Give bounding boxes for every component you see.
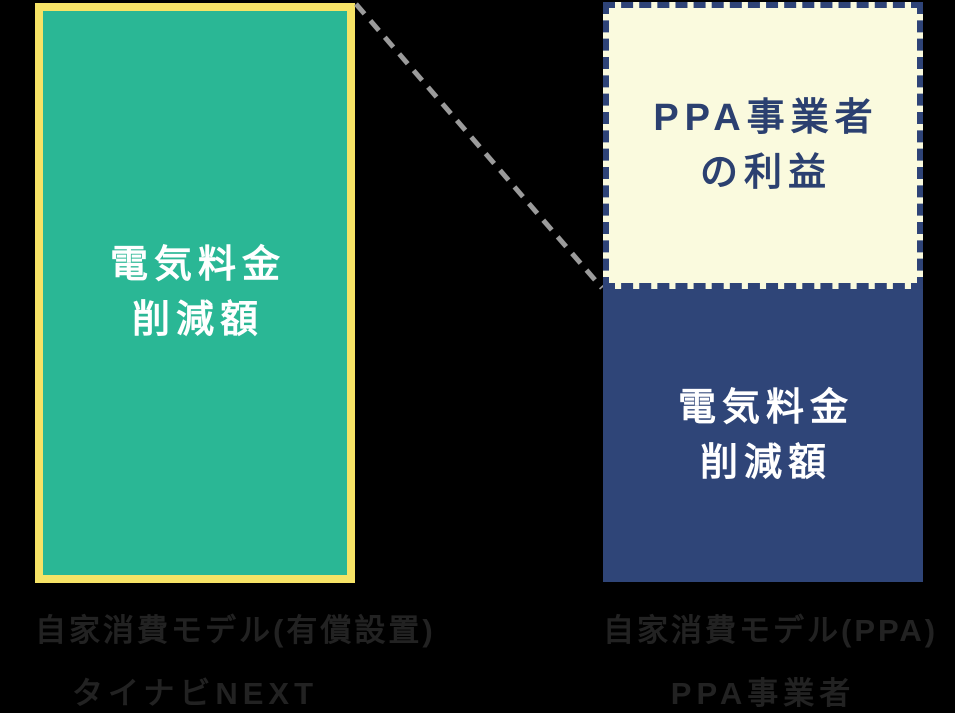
owned-model-bar-label-line2: 削減額: [131, 299, 264, 341]
ppa-reduction-segment: 電気料金 削減額: [603, 289, 923, 582]
ppa-profit-label-line1: PPA事業者: [653, 96, 879, 139]
owned-model-caption: 自家消費モデル(有償設置) タイナビNEXT: [35, 612, 436, 712]
connector-line-segment: [354, 2, 604, 290]
ppa-model-caption-line2: PPA事業者: [670, 676, 856, 711]
ppa-reduction-label-line1: 電気料金: [677, 386, 854, 429]
ppa-model-caption-line1: 自家消費モデル(PPA): [603, 613, 939, 648]
owned-model-caption-line2: タイナビNEXT: [71, 676, 319, 711]
owned-model-bar: 電気料金 削減額: [35, 3, 355, 583]
ppa-profit-label-line2: の利益: [699, 151, 832, 194]
ppa-reduction-label-line2: 削減額: [699, 441, 832, 484]
owned-model-bar-label-line1: 電気料金: [109, 244, 286, 286]
owned-model-caption-line1: 自家消費モデル(有償設置): [35, 613, 436, 648]
ppa-profit-segment: PPA事業者 の利益: [603, 2, 923, 289]
ppa-model-caption: 自家消費モデル(PPA) PPA事業者: [603, 612, 939, 712]
